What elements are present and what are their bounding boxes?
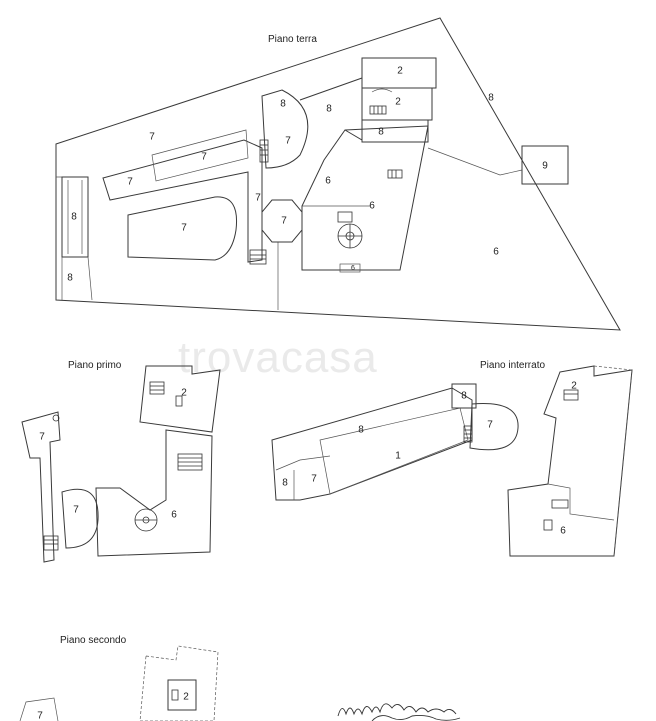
piano-primo-plan: Piano primo 2 7 7 6 [21,360,221,563]
interrato-room-8-wing: 8 [358,425,364,436]
interrato-room-7-end: 7 [311,474,317,485]
terra-room-7-octagon: 7 [281,216,287,227]
secondo-room-7: 7 [37,711,43,721]
terra-room-8-small: 8 [378,127,384,138]
primo-room-6: 6 [171,510,177,521]
piano-interrato-plan: Piano interrato 8 8 7 1 8 7 2 6 [271,360,633,557]
piano-primo-title: Piano primo [68,360,122,371]
terra-room-6-b: 6 [369,201,375,212]
terra-room-9: 9 [542,161,548,172]
terra-room-8-tower: 8 [280,99,286,110]
terra-room-8-center: 8 [326,104,332,115]
terra-room-8-right: 8 [488,93,494,104]
piano-terra-title: Piano terra [268,34,317,45]
terra-room-2-b: 2 [395,97,401,108]
interrato-room-6: 6 [560,526,566,537]
terra-room-7-c: 7 [127,177,133,188]
terra-room-7-b: 7 [201,152,207,163]
interrato-room-8-small: 8 [461,391,467,402]
watermark: trovacasa [178,333,378,382]
terra-room-7-a: 7 [149,132,155,143]
terra-room-6-small: 6 [351,265,355,272]
primo-room-2: 2 [181,388,187,399]
signature [337,703,461,721]
interrato-room-2: 2 [571,381,577,392]
terra-room-7-d: 7 [255,193,261,204]
interrato-room-1: 1 [395,451,401,462]
terra-room-8-bottom-left: 8 [67,273,73,284]
primo-room-7-round: 7 [73,505,79,516]
piano-secondo-plan: Piano secondo 2 7 [19,635,219,721]
terra-room-2-a: 2 [397,66,403,77]
terra-room-6-a: 6 [325,176,331,187]
piano-terra-plan: Piano terra [55,17,621,331]
primo-room-7-left: 7 [39,432,45,443]
piano-interrato-title: Piano interrato [480,360,545,371]
terra-room-7-tower: 7 [285,136,291,147]
terra-room-8-left: 8 [71,212,77,223]
secondo-room-2: 2 [183,692,189,703]
terra-room-7-pool: 7 [181,223,187,234]
interrato-room-8-end: 8 [282,478,288,489]
piano-secondo-title: Piano secondo [60,635,127,646]
terra-room-6-c: 6 [493,247,499,258]
interrato-room-7-round: 7 [487,420,493,431]
